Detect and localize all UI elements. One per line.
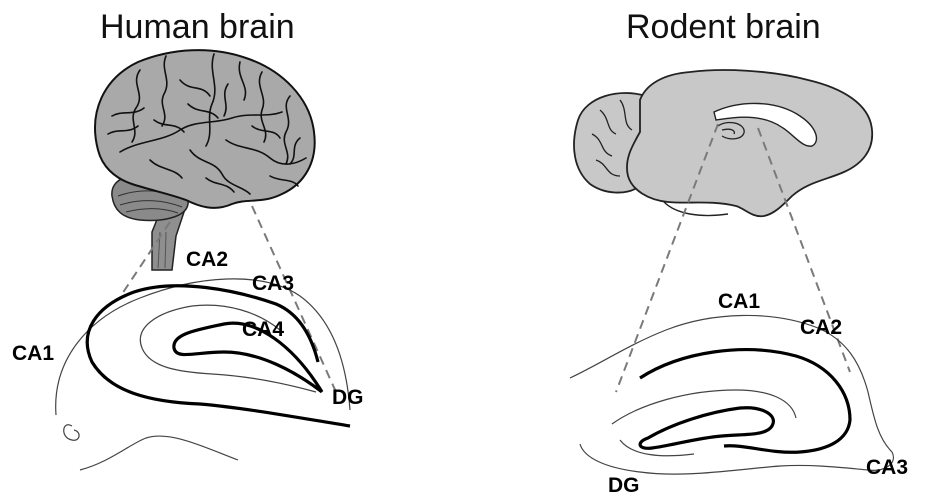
human-label-dg: DG bbox=[332, 386, 364, 410]
rodent-label-dg: DG bbox=[608, 474, 640, 498]
human-hippocampus bbox=[56, 279, 350, 470]
human-label-ca3: CA3 bbox=[252, 272, 294, 296]
human-brain-illustration bbox=[95, 50, 315, 270]
rodent-label-ca3: CA3 bbox=[866, 456, 908, 480]
rodent-cell-layer bbox=[640, 350, 850, 453]
rodent-label-ca2: CA2 bbox=[800, 316, 842, 340]
rodent-brain-illustration bbox=[574, 70, 872, 216]
human-label-ca1: CA1 bbox=[12, 342, 54, 366]
human-cell-layer bbox=[87, 286, 350, 426]
human-label-ca2: CA2 bbox=[186, 248, 228, 272]
human-brain-title: Human brain bbox=[100, 8, 295, 47]
rodent-brain-body bbox=[627, 70, 872, 216]
rodent-dentate-gyrus bbox=[640, 408, 773, 449]
rodent-hippocampus bbox=[570, 315, 893, 474]
human-label-ca4: CA4 bbox=[242, 318, 284, 342]
rodent-brain-title: Rodent brain bbox=[626, 8, 821, 47]
rodent-label-ca1: CA1 bbox=[718, 290, 760, 314]
human-hippocampus-outline bbox=[56, 279, 350, 415]
